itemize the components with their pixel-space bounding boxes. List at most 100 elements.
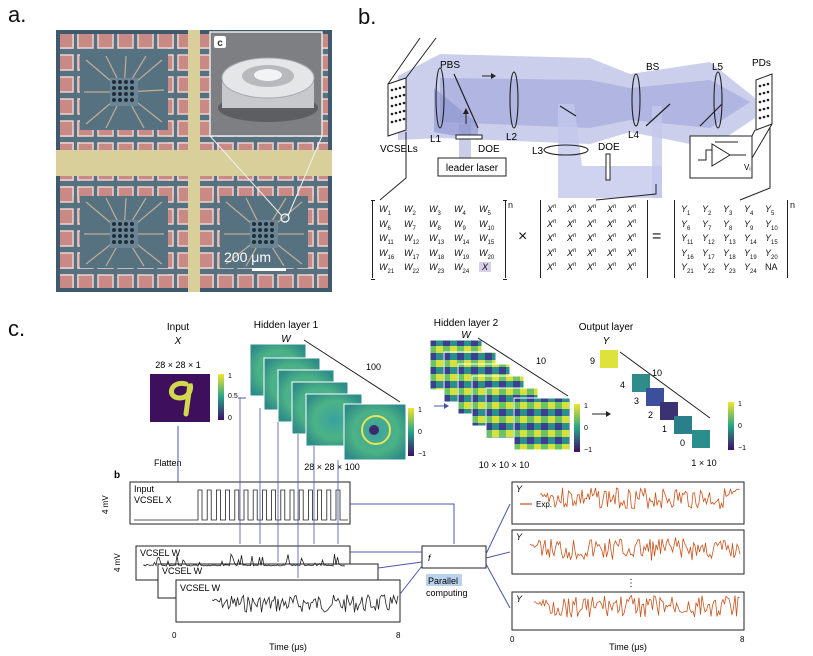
lens-l1 [435, 67, 445, 129]
ymat-cell: Y19 [744, 247, 757, 261]
label-l3: L3 [532, 146, 544, 157]
xmat-cell: Xn [627, 218, 637, 229]
hidden1-var: W [281, 334, 292, 345]
time-label-left: Time (μs) [269, 642, 307, 652]
xmat-cell: Xn [547, 204, 557, 214]
tia-circuit [689, 135, 753, 179]
xmat-cell: Xn [547, 218, 557, 229]
hidden2-title: Hidden layer 2 [434, 318, 499, 329]
photodetector-array [755, 73, 773, 131]
output-var: Y [603, 336, 611, 347]
wmat-cell: W20 [479, 247, 495, 261]
output-y100-trace [533, 594, 740, 618]
label-vcsels: VCSELs [380, 144, 418, 155]
xmat-cell: Xn [567, 218, 577, 229]
xmat-cell: Xn [587, 233, 597, 243]
parallel-highlight [426, 574, 462, 586]
xmat-cell: Xn [607, 262, 617, 272]
hidden1-stack [249, 343, 407, 461]
doe-2 [605, 153, 611, 181]
wmat-cell: W16 [379, 247, 395, 261]
panel-label-a: a. [8, 2, 27, 27]
wmat-cell: W23 [429, 262, 445, 275]
wmat-cell: W18 [429, 247, 445, 261]
ymat-cell: Y5 [765, 204, 775, 217]
ymat-cell: Y20 [765, 247, 778, 261]
ymat-cell: Y11 [681, 233, 694, 246]
ymat-cell: Y24 [744, 262, 757, 275]
input-title: Input [167, 322, 189, 333]
ymat-cell: Y15 [765, 233, 778, 246]
leader-laser-label: leader laser [446, 163, 499, 174]
vcsel-array-micrograph: c 200 μm [56, 30, 332, 292]
ymat-cell: Y3 [723, 204, 733, 217]
wmat-cell: X [479, 262, 492, 272]
hidden1-count: 100 [366, 362, 381, 372]
wmat-cell: W14 [454, 233, 470, 246]
ymat-cell: Y9 [744, 218, 754, 232]
output-digit-0: 0 [680, 438, 685, 448]
ymat-cell: Y12 [702, 233, 715, 246]
wmat-cell: W15 [479, 233, 495, 246]
output-digit-4: 4 [620, 380, 625, 390]
lens-l3 [543, 144, 589, 156]
xmat-cell: Xn [607, 247, 617, 258]
exp-legend: Exp. [536, 500, 552, 509]
nonlinear-function-box [421, 545, 487, 569]
xmat-cell: Xn [587, 218, 597, 229]
xmat-cell: Xn [607, 218, 617, 229]
input-cbar-1: 1 [228, 373, 232, 380]
vcsel-w1-label: VCSEL W [180, 583, 221, 593]
label-doe-2: DOE [598, 142, 620, 153]
xmat-cell: Xn [607, 204, 617, 214]
wmat-cell: W4 [454, 204, 466, 217]
wmat-cell: W10 [479, 218, 495, 232]
xmat-cell: Xn [627, 262, 637, 272]
output-digit-1: 1 [662, 424, 667, 434]
ymat-cell: Y22 [702, 262, 715, 275]
xmat-cell: Xn [567, 233, 577, 243]
input-cbar-05: 0.5 [228, 393, 238, 400]
wmat-cell: W7 [404, 218, 416, 232]
time-tick-0-right: 0 [510, 635, 515, 644]
ymat-cell: Y18 [723, 247, 736, 261]
ymat-cell: Y6 [681, 218, 691, 232]
wmat-cell: W11 [379, 233, 394, 246]
wmat-cell: W13 [429, 233, 445, 246]
panel-label-c: c. [8, 316, 26, 341]
pbs-element [453, 73, 479, 129]
label-pbs: PBS [440, 60, 460, 71]
hidden2-cbar-1: 1 [584, 403, 588, 410]
input-vcsel-label-2: VCSEL X [134, 495, 172, 505]
input-dims: 28 × 28 × 1 [155, 360, 201, 370]
output-digit-3: 3 [634, 396, 639, 406]
output-y100-label: Y [516, 594, 523, 604]
wmat-cell: W19 [454, 247, 470, 261]
ymat-cell: Y7 [702, 218, 712, 232]
xmat-cell: Xn [627, 204, 637, 214]
output-cbar-0: 0 [738, 423, 742, 430]
xmat-cell: Xn [547, 247, 557, 258]
xmat-cell: Xn [567, 204, 577, 214]
xmat-cell: Xn [587, 204, 597, 214]
vcsel-w100-label: VCSEL W [140, 548, 181, 558]
vi-label: Vᵢ [744, 163, 751, 172]
ymat-cell: Y13 [723, 233, 736, 246]
output-y1-plot [511, 481, 745, 525]
optical-setup-diagram: leader laser Vᵢ PBS BS L5 PDs VCSELs L1 … [379, 37, 773, 201]
hidden2-cbar-0: 0 [584, 425, 588, 432]
input-vcsel-label-1: Input [134, 484, 155, 494]
hidden1-title: Hidden layer 1 [254, 320, 319, 331]
bs-element [645, 103, 671, 127]
ymat-cell: Y14 [744, 233, 757, 246]
hidden2-stack [429, 339, 571, 451]
xmat-cell: Xn [627, 247, 637, 258]
output-title: Output layer [579, 322, 634, 333]
fnl-label: f [428, 553, 432, 563]
output-dims: 1 × 10 [691, 458, 716, 468]
times-symbol: × [518, 228, 528, 245]
time-tick-8-right: 8 [740, 635, 745, 644]
